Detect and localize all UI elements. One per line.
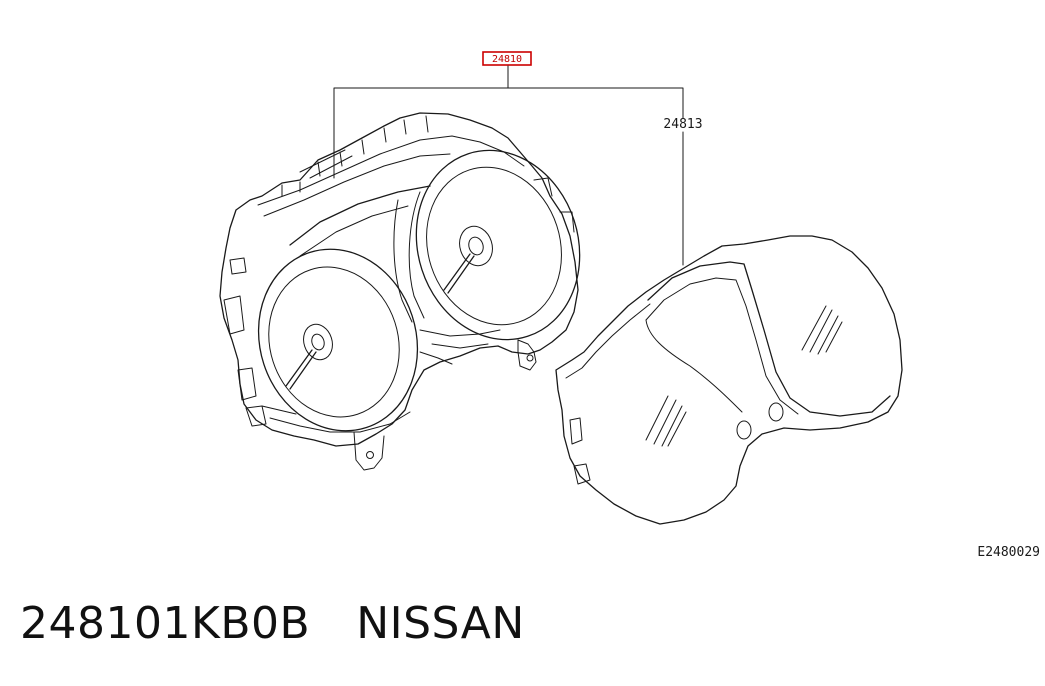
lens-window-illustration	[555, 235, 903, 525]
instrument-cluster-illustration	[219, 112, 581, 471]
part-caption: 248101KB0B NISSAN	[20, 598, 525, 649]
callout-24810-label: 24810	[492, 54, 522, 65]
brand-name: NISSAN	[356, 598, 525, 649]
callout-highlight-box	[482, 51, 532, 66]
callout-24813-label: 24813	[663, 117, 702, 132]
leader-lines	[333, 65, 684, 266]
part-number: 248101KB0B	[20, 598, 311, 649]
callout-24813[interactable]: 24813	[663, 117, 702, 132]
figure-id: E2480029	[977, 545, 1040, 560]
callout-24810[interactable]: 24810	[482, 51, 532, 66]
